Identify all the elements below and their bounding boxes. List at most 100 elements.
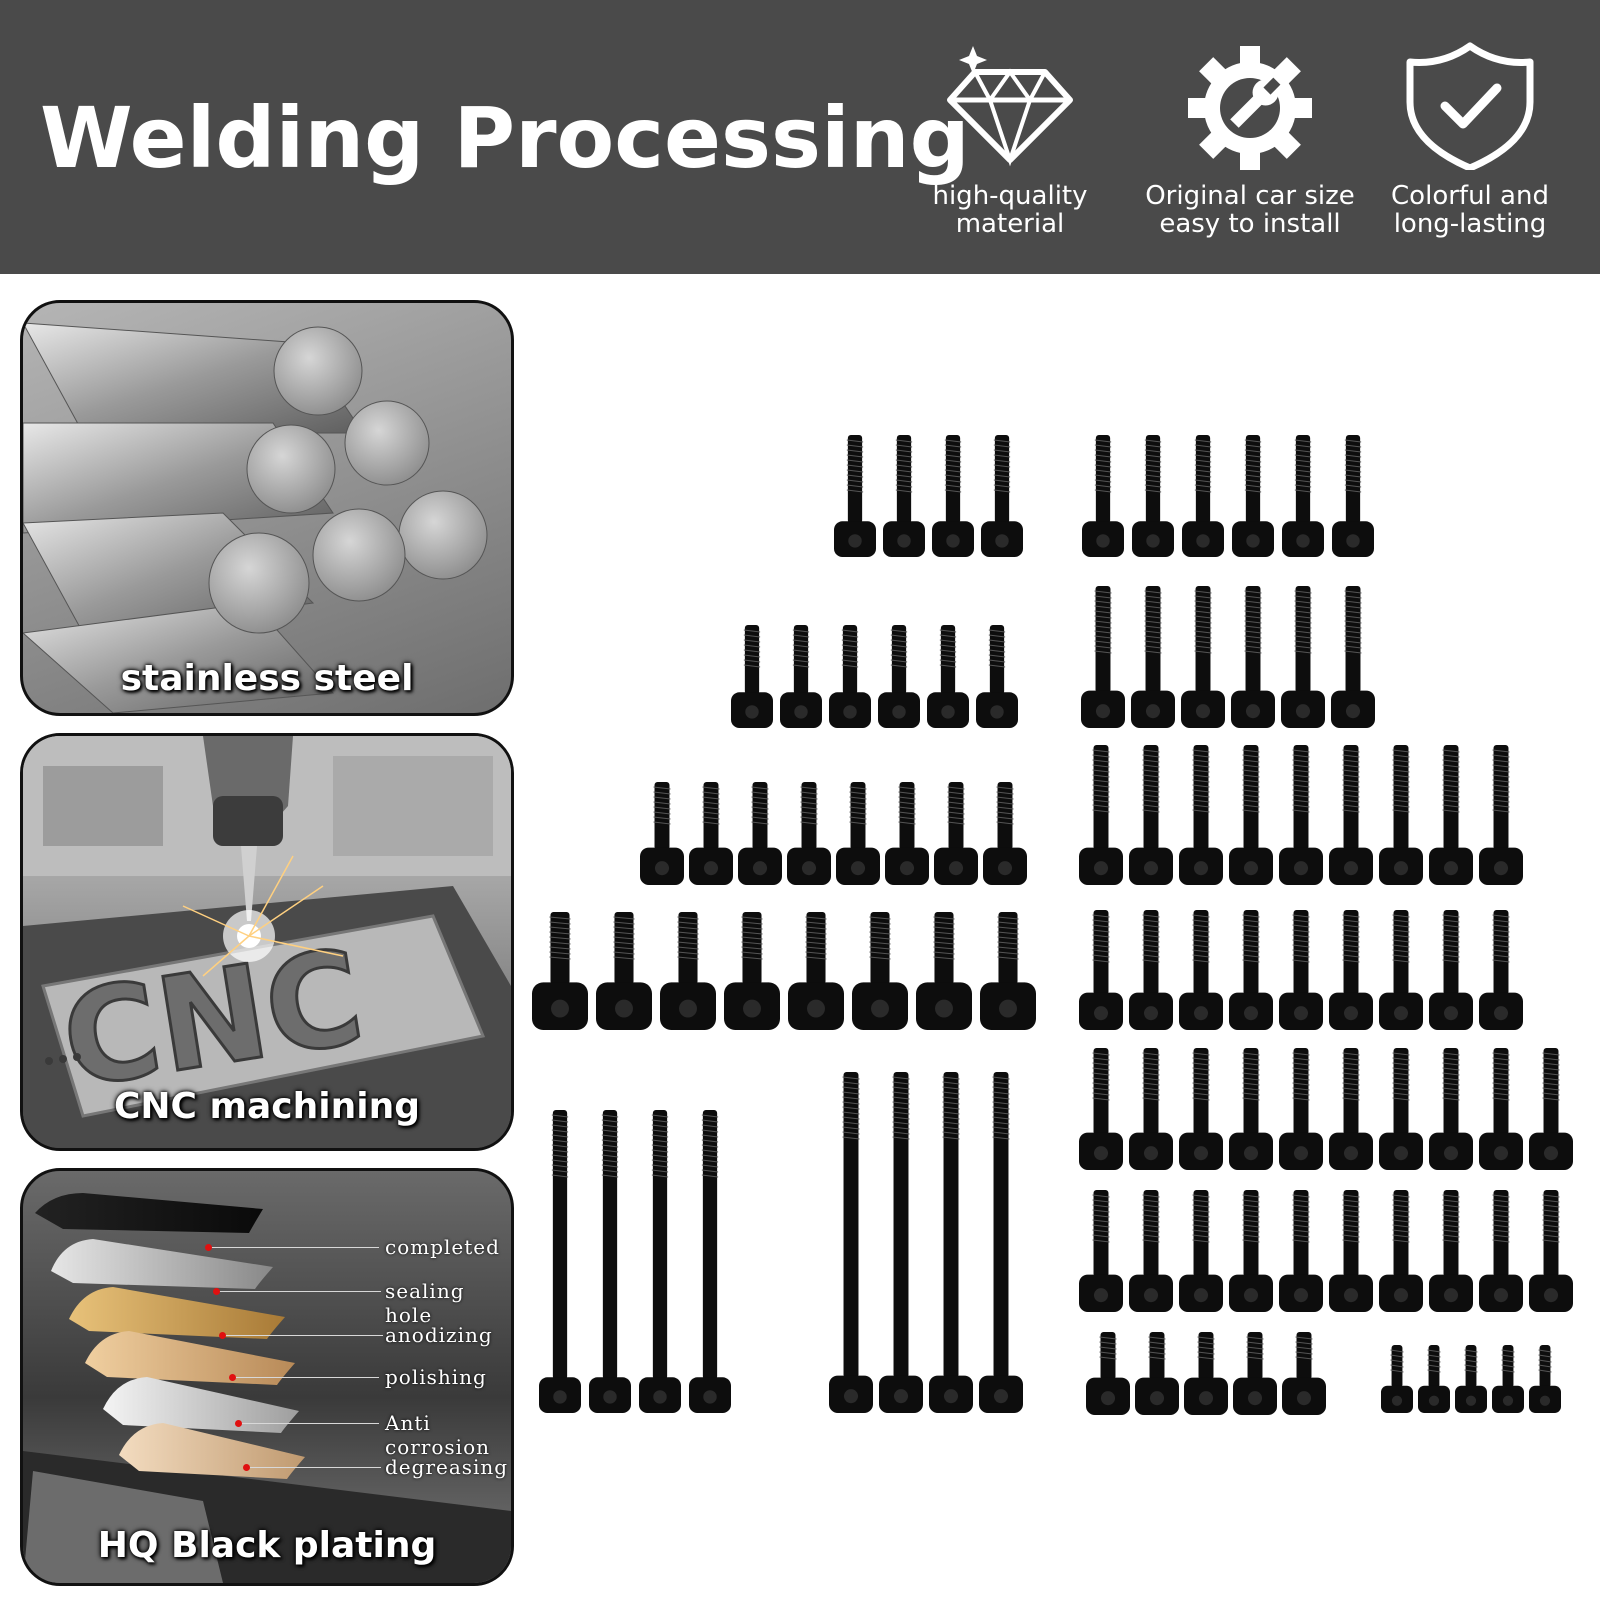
bolt xyxy=(836,782,880,885)
bolt xyxy=(1529,1345,1561,1413)
bolt xyxy=(883,435,925,557)
bolt xyxy=(1281,586,1325,728)
layer-marker-dot xyxy=(229,1374,236,1381)
bolt xyxy=(1079,910,1123,1030)
bolt xyxy=(1379,910,1423,1030)
bolt xyxy=(1179,910,1223,1030)
bolt xyxy=(640,782,684,885)
bolt xyxy=(1184,1332,1228,1415)
bolt xyxy=(1079,745,1123,885)
bolt xyxy=(1329,1190,1373,1312)
bolt xyxy=(1429,1190,1473,1312)
bolt xyxy=(1182,435,1224,557)
bolt xyxy=(596,912,652,1030)
bolt xyxy=(929,1072,973,1413)
gear-wrench-icon xyxy=(1188,46,1312,170)
bolt xyxy=(589,1110,631,1413)
bolt xyxy=(932,435,974,557)
bolt xyxy=(1229,1190,1273,1312)
bolt xyxy=(1131,586,1175,728)
bolt xyxy=(1379,1048,1423,1170)
bolt xyxy=(983,782,1027,885)
bolt xyxy=(1129,910,1173,1030)
bolt xyxy=(1529,1190,1573,1312)
bolt xyxy=(1379,745,1423,885)
bolt xyxy=(1479,745,1523,885)
bolt xyxy=(1479,1048,1523,1170)
bolt xyxy=(1429,910,1473,1030)
bolt xyxy=(1479,910,1523,1030)
bolt xyxy=(689,782,733,885)
bolt xyxy=(1279,1048,1323,1170)
bolt xyxy=(1279,1190,1323,1312)
layer-label-sealing-hole: sealing hole xyxy=(385,1279,465,1327)
bolt xyxy=(731,625,773,728)
bolt xyxy=(1229,745,1273,885)
bolt xyxy=(1181,586,1225,728)
bolt xyxy=(1231,586,1275,728)
bolt xyxy=(1279,910,1323,1030)
bolt xyxy=(878,625,920,728)
bolt xyxy=(1179,745,1223,885)
bolt xyxy=(1079,1048,1123,1170)
bolt xyxy=(1379,1190,1423,1312)
bolt xyxy=(1279,745,1323,885)
bolt xyxy=(927,625,969,728)
panel-black-plating: completed sealing hole anodizing polishi… xyxy=(20,1168,514,1586)
bolt xyxy=(852,912,908,1030)
bolt xyxy=(1229,910,1273,1030)
layer-label-completed: completed xyxy=(385,1235,500,1259)
layer-label-degreasing: degreasing xyxy=(385,1455,509,1479)
steel-rods-image xyxy=(23,322,488,713)
bolt xyxy=(1129,1190,1173,1312)
bolt xyxy=(1329,745,1373,885)
bolt xyxy=(976,625,1018,728)
bolt xyxy=(1132,435,1174,557)
diamond-icon xyxy=(947,46,1073,167)
bolt xyxy=(1331,586,1375,728)
bolt xyxy=(724,912,780,1030)
bolt xyxy=(1381,1345,1413,1413)
bolt xyxy=(934,782,978,885)
layer-label-anti-corrosion: Anti corrosion xyxy=(385,1411,490,1459)
shield-check-icon xyxy=(1406,42,1534,170)
bolt xyxy=(1479,1190,1523,1312)
bolt xyxy=(1129,1048,1173,1170)
bolt xyxy=(1082,435,1124,557)
bolt xyxy=(1129,745,1173,885)
bolt xyxy=(1329,1048,1373,1170)
bolt xyxy=(1282,1332,1326,1415)
panel-label: stainless steel xyxy=(120,658,414,699)
bolt xyxy=(981,435,1023,557)
bolt xyxy=(829,1072,873,1413)
layer-label-polishing: polishing xyxy=(385,1365,487,1389)
bolt xyxy=(787,782,831,885)
bolt xyxy=(1179,1190,1223,1312)
bolt xyxy=(639,1110,681,1413)
bolt xyxy=(780,625,822,728)
bolt xyxy=(916,912,972,1030)
bolt xyxy=(1086,1332,1130,1415)
bolt xyxy=(1529,1048,1573,1170)
bolt xyxy=(885,782,929,885)
bolt xyxy=(1332,435,1374,557)
bolt xyxy=(1418,1345,1450,1413)
bolt xyxy=(1233,1332,1277,1415)
bolt xyxy=(829,625,871,728)
bolt xyxy=(1229,1048,1273,1170)
bolt xyxy=(689,1110,731,1413)
layer-marker-dot xyxy=(235,1420,242,1427)
bolt xyxy=(660,912,716,1030)
bolt xyxy=(1429,1048,1473,1170)
bolt xyxy=(879,1072,923,1413)
bolt xyxy=(979,1072,1023,1413)
panel-cnc-machining: CNC CNC machining xyxy=(20,733,514,1151)
layer-marker-dot xyxy=(213,1288,220,1295)
layer-marker-dot xyxy=(243,1464,250,1471)
page-title: Welding Processing xyxy=(40,89,970,187)
